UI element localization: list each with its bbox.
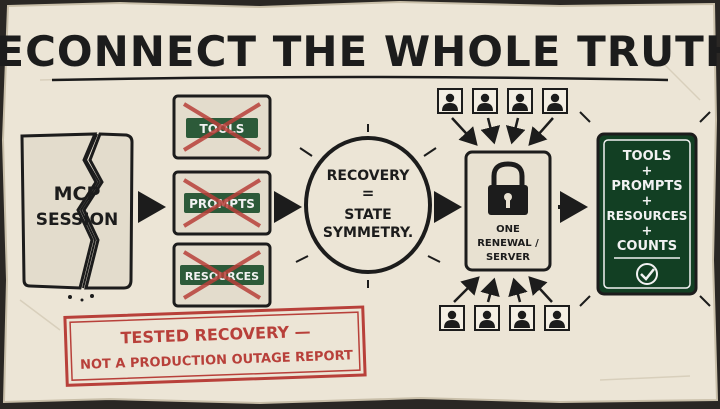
person-icon (439, 305, 465, 331)
result-line4: COUNTS (617, 239, 677, 254)
result-plus2: + (642, 194, 653, 209)
renewal-lock-box: ONE RENEWAL / SERVER (464, 150, 552, 272)
session-line2: SESSION (36, 210, 119, 230)
center-line3: STATE (344, 207, 391, 223)
person-icon (437, 88, 463, 114)
crossed-card-resources: RESOURCES (172, 242, 272, 308)
checkmark-icon (636, 263, 658, 285)
person-icon (542, 88, 568, 114)
center-line4: SYMMETRY. (323, 225, 413, 241)
mcp-session-card: MCP SESSION (20, 132, 134, 302)
crossed-card-prompts: PROMPTS (172, 170, 272, 236)
people-bottom (439, 276, 570, 331)
broken-session-icon (79, 133, 101, 289)
title: RECONNECT THE WHOLE TRUTH. (0, 27, 720, 76)
center-line2: = (362, 184, 375, 202)
result-plus3: + (642, 224, 653, 239)
people-top (437, 88, 568, 146)
padlock-icon (488, 161, 528, 215)
result-card: TOOLS + PROMPTS + RESOURCES + COUNTS (579, 111, 711, 307)
center-line1: RECOVERY (327, 168, 411, 184)
crossed-card-tools: TOOLS (172, 94, 272, 160)
person-icon (509, 305, 535, 331)
result-line3: RESOURCES (607, 209, 688, 223)
person-icon (474, 305, 500, 331)
session-line1: MCP (54, 183, 101, 205)
person-icon (472, 88, 498, 114)
lock-line3: SERVER (486, 252, 530, 263)
lock-line2: RENEWAL / (477, 238, 539, 249)
lock-line1: ONE (496, 224, 520, 235)
person-icon (507, 88, 533, 114)
recovery-circle: RECOVERY = STATE SYMMETRY. (295, 124, 441, 288)
person-icon (544, 305, 570, 331)
result-line1: TOOLS (623, 149, 672, 164)
title-underline (51, 75, 669, 82)
result-line2: PROMPTS (611, 179, 682, 194)
result-plus1: + (642, 164, 653, 179)
